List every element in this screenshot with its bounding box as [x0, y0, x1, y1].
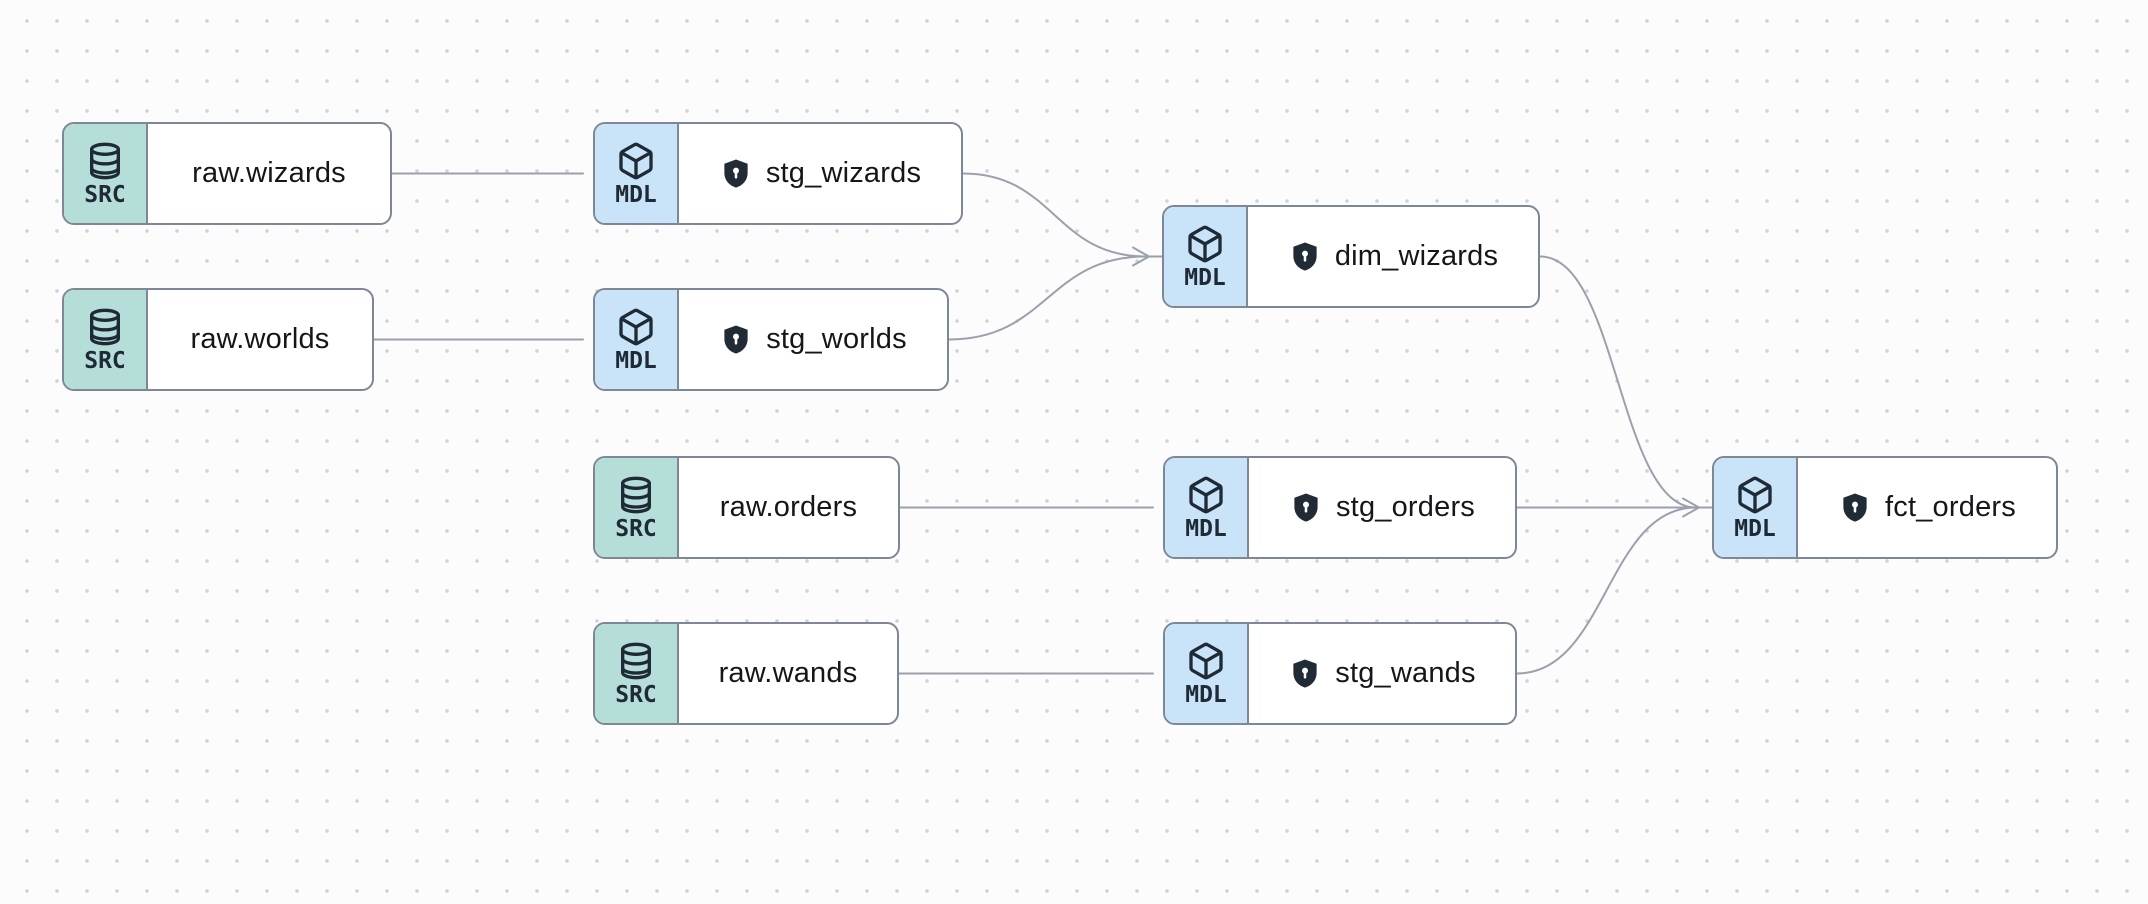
node-kind-label: SRC [615, 515, 657, 542]
node-kind-label: MDL [1734, 515, 1776, 542]
model-badge: MDL [595, 290, 679, 389]
node-kind-label: SRC [84, 181, 126, 208]
node-body: raw.worlds [148, 290, 372, 389]
node-kind-label: MDL [615, 181, 657, 208]
source-badge: SRC [595, 458, 679, 557]
shield-lock-icon [724, 159, 748, 188]
node-body: stg_orders [1249, 458, 1515, 557]
cube-icon [619, 308, 653, 345]
model-badge: MDL [1165, 458, 1249, 557]
source-badge: SRC [64, 290, 148, 389]
database-icon [621, 642, 651, 679]
node-label: fct_orders [1885, 491, 2016, 523]
cube-icon [1738, 476, 1772, 513]
node-dim-wizards[interactable]: MDL dim_wizards [1162, 205, 1540, 308]
model-badge: MDL [595, 124, 679, 223]
node-label: raw.wands [718, 657, 858, 689]
node-kind-label: SRC [84, 347, 126, 374]
node-raw-worlds[interactable]: SRC raw.worlds [62, 288, 374, 391]
node-raw-wizards[interactable]: SRC raw.wizards [62, 122, 392, 225]
shield-lock-icon [1843, 493, 1867, 522]
node-label: stg_worlds [766, 323, 907, 355]
node-label: raw.orders [719, 491, 858, 523]
node-body: raw.wands [679, 624, 897, 723]
node-stg-orders[interactable]: MDL stg_orders [1163, 456, 1517, 559]
node-body: raw.wizards [148, 124, 390, 223]
node-body: stg_wands [1249, 624, 1515, 723]
node-body: raw.orders [679, 458, 898, 557]
database-icon [621, 476, 651, 513]
cube-icon [1189, 642, 1223, 679]
node-label: raw.wizards [192, 157, 346, 189]
cube-icon [1189, 476, 1223, 513]
node-kind-label: MDL [1184, 264, 1226, 291]
node-kind-label: SRC [615, 681, 657, 708]
node-raw-wands[interactable]: SRC raw.wands [593, 622, 899, 725]
node-body: dim_wizards [1248, 207, 1538, 306]
shield-lock-icon [1293, 659, 1317, 688]
model-badge: MDL [1165, 624, 1249, 723]
node-fct-orders[interactable]: MDL fct_orders [1712, 456, 2058, 559]
source-badge: SRC [64, 124, 148, 223]
node-label: raw.worlds [190, 323, 330, 355]
shield-lock-icon [1294, 493, 1318, 522]
node-stg-worlds[interactable]: MDL stg_worlds [593, 288, 949, 391]
node-kind-label: MDL [1185, 515, 1227, 542]
cube-icon [619, 142, 653, 179]
database-icon [90, 142, 121, 179]
node-body: stg_worlds [679, 290, 947, 389]
node-kind-label: MDL [1185, 681, 1227, 708]
node-kind-label: MDL [615, 347, 657, 374]
node-stg-wands[interactable]: MDL stg_wands [1163, 622, 1517, 725]
model-badge: MDL [1164, 207, 1248, 306]
model-badge: MDL [1714, 458, 1798, 557]
node-stg-wizards[interactable]: MDL stg_wizards [593, 122, 963, 225]
node-raw-orders[interactable]: SRC raw.orders [593, 456, 900, 559]
node-label: stg_orders [1335, 491, 1475, 523]
cube-icon [1188, 225, 1222, 262]
node-body: fct_orders [1798, 458, 2056, 557]
node-label: stg_wands [1335, 657, 1476, 689]
node-label: dim_wizards [1334, 240, 1499, 272]
shield-lock-icon [1293, 242, 1317, 271]
source-badge: SRC [595, 624, 679, 723]
node-body: stg_wizards [679, 124, 961, 223]
database-icon [90, 308, 121, 345]
node-label: stg_wizards [765, 157, 922, 189]
shield-lock-icon [724, 325, 748, 354]
